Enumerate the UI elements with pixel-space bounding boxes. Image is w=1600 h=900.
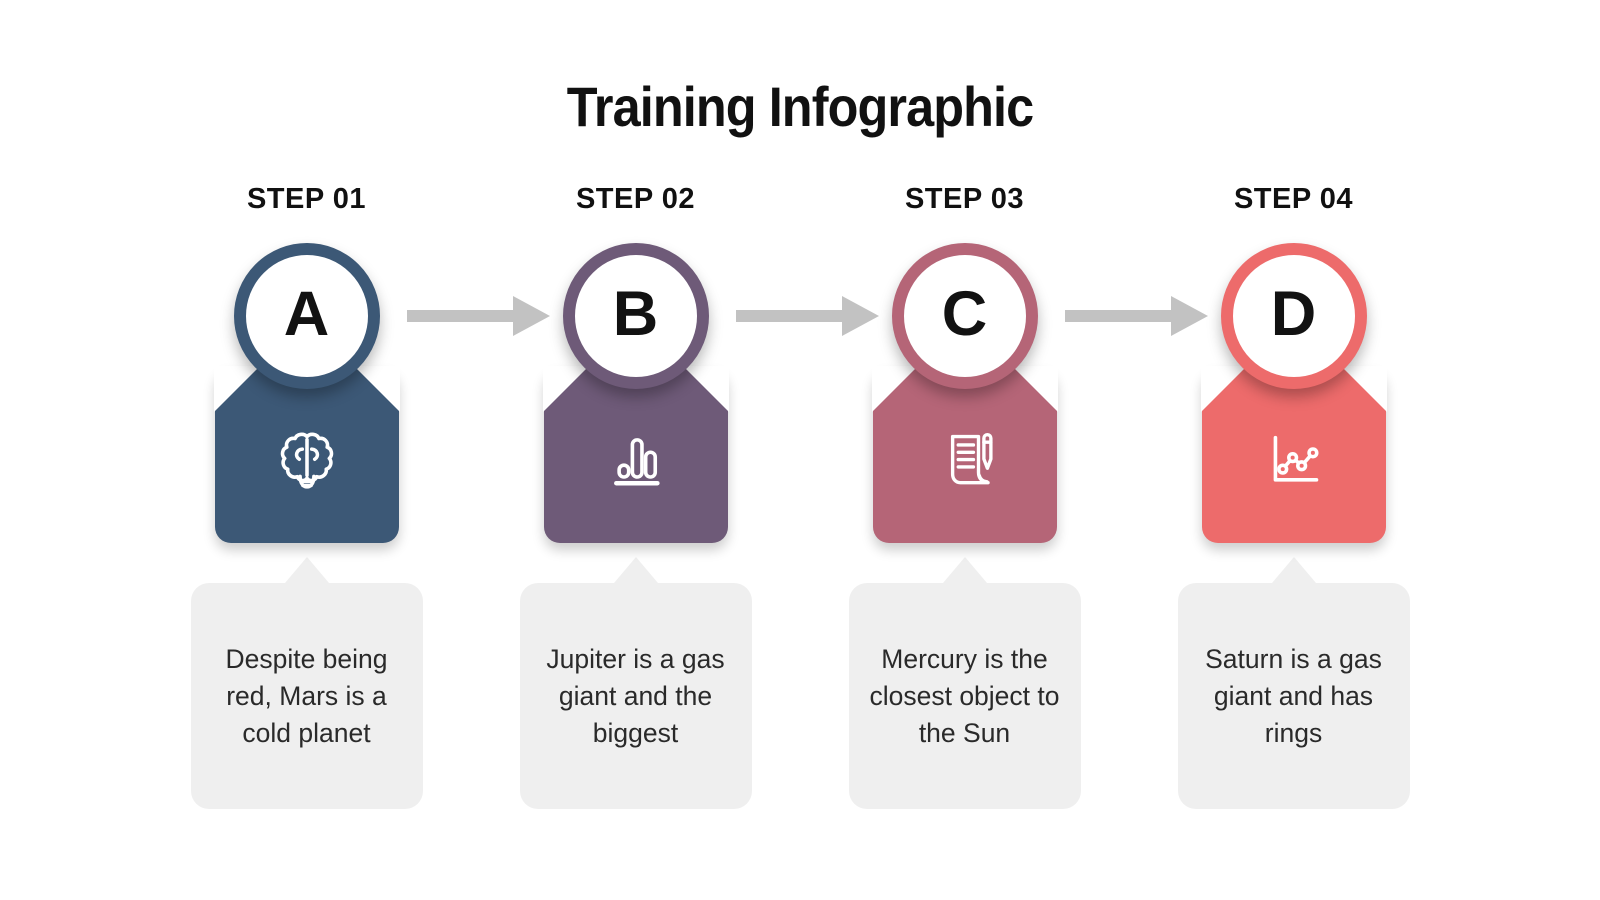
step-circle: D [1220, 243, 1367, 389]
step-description: Mercury is the closest object to the Sun [869, 643, 1060, 748]
step-circle: A [233, 243, 380, 389]
step-description: Saturn is a gas giant and has rings [1205, 643, 1382, 748]
step-card [1200, 366, 1387, 543]
step-letter: A [283, 278, 330, 349]
page-title: Training Infographic [566, 75, 1034, 138]
arrow-icon [735, 296, 879, 336]
step-column-01: STEP 01 A Despite being r [190, 183, 550, 809]
arrow-head [512, 296, 550, 336]
arrow-shaft [406, 310, 513, 322]
speech-bubble: Despite being red, Mars is a cold planet [190, 583, 423, 809]
step-circle: C [891, 243, 1038, 389]
step-label: STEP 04 [1233, 183, 1354, 215]
step-description: Despite being red, Mars is a cold planet [225, 643, 388, 748]
step-card [542, 366, 729, 543]
bubble-tail [613, 557, 658, 583]
step-letter: C [941, 278, 988, 349]
arrow-head [841, 296, 879, 336]
bubble-tail [942, 557, 987, 583]
step-column-03: STEP 03 C Merc [848, 183, 1208, 809]
speech-bubble: Saturn is a gas giant and has rings [1177, 583, 1410, 809]
step-label: STEP 01 [246, 183, 367, 215]
step-description: Jupiter is a gas giant and the biggest [546, 643, 725, 748]
step-card [213, 366, 400, 543]
brain-icon [280, 432, 333, 489]
steps-row: STEP 01 A Despite being r [0, 183, 1600, 809]
bar-chart-icon [613, 438, 660, 486]
arrow-icon [406, 296, 550, 336]
speech-bubble: Mercury is the closest object to the Sun [848, 583, 1081, 809]
step-letter: B [612, 278, 659, 349]
step-label: STEP 03 [904, 183, 1025, 215]
step-label: STEP 02 [575, 183, 696, 215]
step-letter: D [1270, 278, 1317, 349]
step-circle: B [562, 243, 709, 389]
line-chart-icon [1273, 435, 1319, 482]
bubble-tail [1271, 557, 1316, 583]
document-pencil-icon [950, 433, 993, 485]
speech-bubble: Jupiter is a gas giant and the biggest [519, 583, 752, 809]
arrow-head [1170, 296, 1208, 336]
arrow-shaft [735, 310, 842, 322]
arrow-icon [1064, 296, 1208, 336]
bubble-tail [284, 557, 329, 583]
step-card [871, 366, 1058, 543]
step-column-04: STEP 04 D Saturn is a gas giant and has … [1177, 183, 1410, 809]
step-column-02: STEP 02 B Jupiter is a gas giant and the… [519, 183, 879, 809]
arrow-shaft [1064, 310, 1171, 322]
